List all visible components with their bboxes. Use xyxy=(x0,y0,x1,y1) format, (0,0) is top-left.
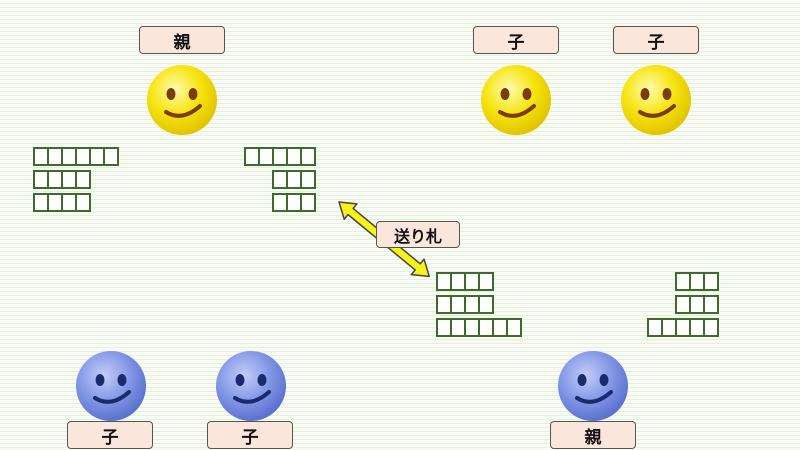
card-hand-top-left xyxy=(33,147,119,212)
card-row xyxy=(244,170,316,189)
playing-card xyxy=(300,193,316,212)
card-row xyxy=(436,295,522,314)
playing-card xyxy=(300,170,316,189)
playing-card xyxy=(478,295,494,314)
playing-card xyxy=(506,318,522,337)
top-right-player-label: 子 xyxy=(613,26,699,54)
card-hand-bottom-right xyxy=(647,272,719,337)
yellow-smiley-face-icon xyxy=(481,65,551,135)
card-row xyxy=(647,295,719,314)
bottom-right-player-label: 親 xyxy=(550,421,636,449)
card-row xyxy=(244,147,316,166)
card-hand-top-mid xyxy=(244,147,316,212)
yellow-smiley-face-icon xyxy=(621,65,691,135)
playing-card xyxy=(300,147,316,166)
card-row xyxy=(33,193,119,212)
playing-card xyxy=(75,193,91,212)
playing-card xyxy=(703,272,719,291)
blue-smiley-face-icon xyxy=(76,351,146,421)
card-hand-bottom-mid xyxy=(436,272,522,337)
bottom-left-player-label: 子 xyxy=(67,421,153,449)
card-row xyxy=(244,193,316,212)
blue-smiley-face-icon xyxy=(216,351,286,421)
playing-card xyxy=(703,318,719,337)
sent-card-callout-label: 送り札 xyxy=(376,221,460,248)
card-row xyxy=(436,272,522,291)
card-row xyxy=(647,318,719,337)
yellow-smiley-face-icon xyxy=(147,65,217,135)
card-row xyxy=(647,272,719,291)
top-left-player-label: 親 xyxy=(139,26,225,54)
bottom-mid-player-label: 子 xyxy=(207,421,293,449)
playing-card xyxy=(103,147,119,166)
card-row xyxy=(33,147,119,166)
top-mid-player-label: 子 xyxy=(473,26,559,54)
card-row xyxy=(33,170,119,189)
playing-card xyxy=(75,170,91,189)
playing-card xyxy=(478,272,494,291)
blue-smiley-face-icon xyxy=(558,351,628,421)
card-row xyxy=(436,318,522,337)
playing-card xyxy=(703,295,719,314)
